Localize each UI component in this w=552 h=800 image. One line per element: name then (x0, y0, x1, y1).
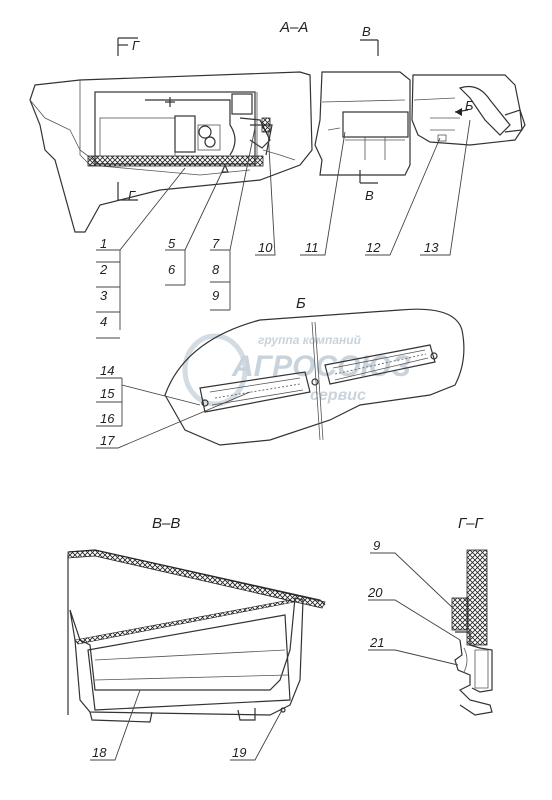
callout-9: 9 (212, 288, 219, 303)
callout-12: 12 (366, 240, 381, 255)
section-g-marker-top: Г (117, 37, 140, 56)
callout-5: 5 (168, 236, 176, 251)
callout-19: 19 (232, 745, 246, 760)
section-gg-drawing (451, 549, 493, 716)
callout-21: 21 (369, 635, 384, 650)
callouts-gg: 9 20 21 (367, 538, 461, 666)
callout-9-gg: 9 (373, 538, 380, 553)
callout-13: 13 (424, 240, 439, 255)
callout-4: 4 (100, 314, 107, 329)
section-vv-drawing (67, 549, 326, 723)
callout-11: 11 (305, 240, 319, 255)
view-b-drawing (164, 308, 465, 446)
section-gg-title: Г–Г (458, 515, 485, 532)
view-b-title: Б (296, 295, 306, 312)
callouts-b: 14 15 16 17 (96, 363, 251, 449)
section-aa-drawing (29, 71, 313, 233)
callout-6: 6 (168, 262, 176, 277)
watermark-line2: АГРОСОЮЗ (231, 350, 411, 383)
callout-3: 3 (100, 288, 108, 303)
watermark-line3: сервис (310, 387, 366, 404)
callout-17: 17 (100, 433, 115, 448)
svg-text:Г: Г (128, 188, 136, 203)
callout-7: 7 (212, 236, 220, 251)
callout-1: 1 (100, 236, 107, 251)
callouts-vv: 18 19 (90, 689, 283, 761)
section-v-marker-bottom: В (359, 170, 378, 203)
callout-16: 16 (100, 411, 115, 426)
callout-15: 15 (100, 386, 115, 401)
callouts-aa: 1 2 3 4 5 6 7 8 9 10 11 12 13 (96, 119, 471, 339)
section-b-arrow-label: Б (465, 98, 474, 113)
callout-2: 2 (99, 262, 108, 277)
callout-8: 8 (212, 262, 220, 277)
svg-text:В: В (362, 24, 371, 39)
callout-10: 10 (258, 240, 273, 255)
section-v-marker-top: В (360, 24, 379, 56)
watermark-line1: группа компаний (258, 333, 362, 347)
callout-18: 18 (92, 745, 107, 760)
callout-20: 20 (367, 585, 383, 600)
svg-text:В: В (365, 188, 374, 203)
svg-text:Г: Г (132, 38, 140, 53)
watermark: группа компаний АГРОСОЮЗ сервис (182, 333, 411, 407)
section-aa-title: А–А (279, 19, 308, 36)
section-aa-middle-block (314, 71, 411, 176)
section-vv-title: В–В (152, 515, 180, 532)
callout-14: 14 (100, 363, 114, 378)
section-aa-right-block: Б (411, 74, 526, 146)
